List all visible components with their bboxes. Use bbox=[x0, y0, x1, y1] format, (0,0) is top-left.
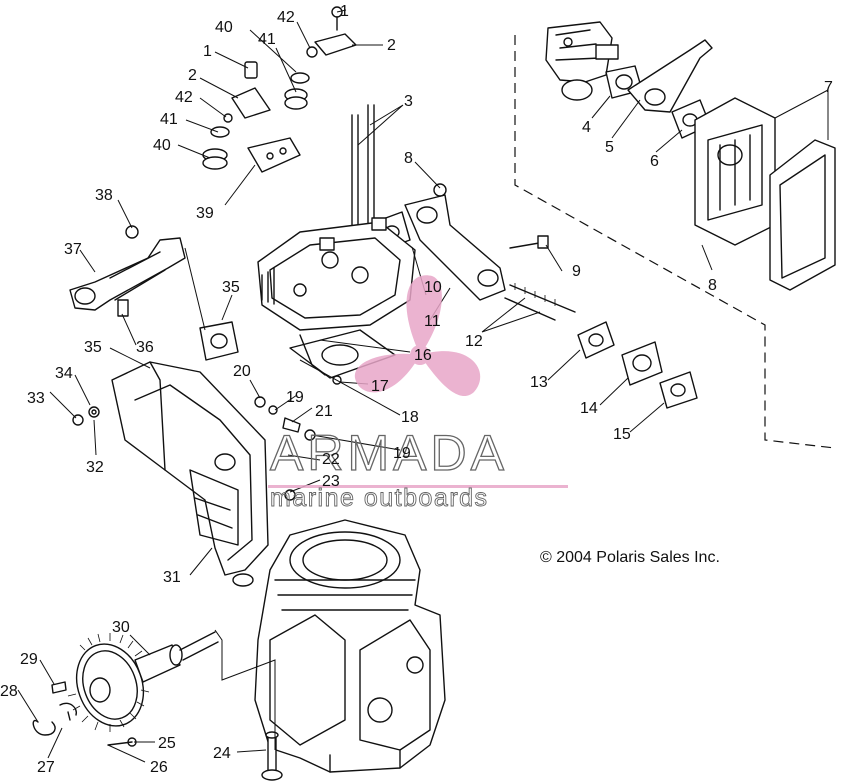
air-filter-cover bbox=[769, 139, 836, 291]
callout-15: 15 bbox=[613, 426, 631, 443]
callout-2-top: 2 bbox=[387, 37, 396, 54]
callout-5: 5 bbox=[605, 139, 614, 156]
callout-1-top: 1 bbox=[340, 3, 349, 20]
intake-manifold bbox=[404, 183, 506, 301]
callout-4: 4 bbox=[582, 119, 591, 136]
callout-14: 14 bbox=[580, 400, 598, 417]
rocker-assembly-upper bbox=[284, 6, 357, 110]
callout-23: 23 bbox=[322, 473, 340, 490]
callout-numbers: 1 2 40 42 41 1 2 42 41 40 39 3 38 37 36 … bbox=[0, 3, 833, 776]
callout-16: 16 bbox=[414, 347, 432, 364]
callout-8-right: 8 bbox=[708, 277, 717, 294]
camshaft bbox=[32, 631, 219, 747]
callout-18: 18 bbox=[401, 409, 419, 426]
callout-27: 27 bbox=[37, 759, 55, 776]
callout-41-mid: 41 bbox=[160, 111, 178, 128]
callout-30: 30 bbox=[112, 619, 130, 636]
copyright-text: © 2004 Polaris Sales Inc. bbox=[540, 549, 720, 566]
rocker-assembly-lower bbox=[202, 61, 301, 173]
callout-13: 13 bbox=[530, 374, 548, 391]
callout-37: 37 bbox=[64, 241, 82, 258]
carburetor bbox=[545, 21, 619, 101]
callout-9: 9 bbox=[572, 263, 581, 280]
callout-29: 29 bbox=[20, 651, 38, 668]
callout-41-top: 41 bbox=[258, 31, 276, 48]
callout-6: 6 bbox=[650, 153, 659, 170]
callout-25: 25 bbox=[158, 735, 176, 752]
air-filter-housing bbox=[694, 97, 776, 246]
callout-22: 22 bbox=[322, 451, 340, 468]
bracket-6 bbox=[627, 39, 713, 113]
studs bbox=[504, 235, 576, 321]
callout-24: 24 bbox=[213, 745, 231, 762]
watermark-brand: ARMADA bbox=[270, 425, 508, 481]
callout-42-top: 42 bbox=[277, 9, 295, 26]
gaskets-13-15 bbox=[577, 321, 698, 409]
callout-32: 32 bbox=[86, 459, 104, 476]
drain-bolt bbox=[261, 731, 283, 781]
callout-40-mid: 40 bbox=[153, 137, 171, 154]
callout-7: 7 bbox=[824, 79, 833, 96]
watermark-logo: ARMADA marine outboards bbox=[268, 275, 568, 512]
breather-tube bbox=[69, 225, 186, 317]
callout-8-center: 8 bbox=[404, 150, 413, 167]
callout-11: 11 bbox=[424, 313, 441, 330]
callout-28: 28 bbox=[0, 683, 18, 700]
callout-19-lower: 19 bbox=[393, 445, 411, 462]
callout-42-mid: 42 bbox=[175, 89, 193, 106]
callout-34: 34 bbox=[55, 365, 73, 382]
cam-leadbox bbox=[214, 629, 276, 750]
callout-36: 36 bbox=[136, 339, 154, 356]
callout-19-upper: 19 bbox=[286, 389, 304, 406]
callout-3: 3 bbox=[404, 93, 413, 110]
callout-39: 39 bbox=[196, 205, 214, 222]
callout-35-upper: 35 bbox=[222, 279, 240, 296]
breather-plate bbox=[184, 247, 239, 361]
callout-26: 26 bbox=[150, 759, 168, 776]
shroud-31 bbox=[111, 361, 269, 587]
callout-10: 10 bbox=[424, 279, 442, 296]
callout-12: 12 bbox=[465, 333, 483, 350]
small-fasteners-left bbox=[72, 396, 316, 501]
callout-40-top: 40 bbox=[215, 19, 233, 36]
leader-lines bbox=[17, 9, 829, 763]
watermark-tagline: marine outboards bbox=[270, 484, 489, 512]
cylinder-head bbox=[257, 217, 416, 331]
callout-1-mid: 1 bbox=[203, 43, 212, 60]
assembly-frame bbox=[514, 35, 836, 449]
callout-2-mid: 2 bbox=[188, 67, 197, 84]
crankcase bbox=[254, 519, 446, 773]
callout-17: 17 bbox=[371, 378, 389, 395]
callout-31: 31 bbox=[163, 569, 181, 586]
callout-20: 20 bbox=[233, 363, 251, 380]
callout-38: 38 bbox=[95, 187, 113, 204]
callout-21: 21 bbox=[315, 403, 333, 420]
callout-35-lower: 35 bbox=[84, 339, 102, 356]
callout-33: 33 bbox=[27, 390, 45, 407]
